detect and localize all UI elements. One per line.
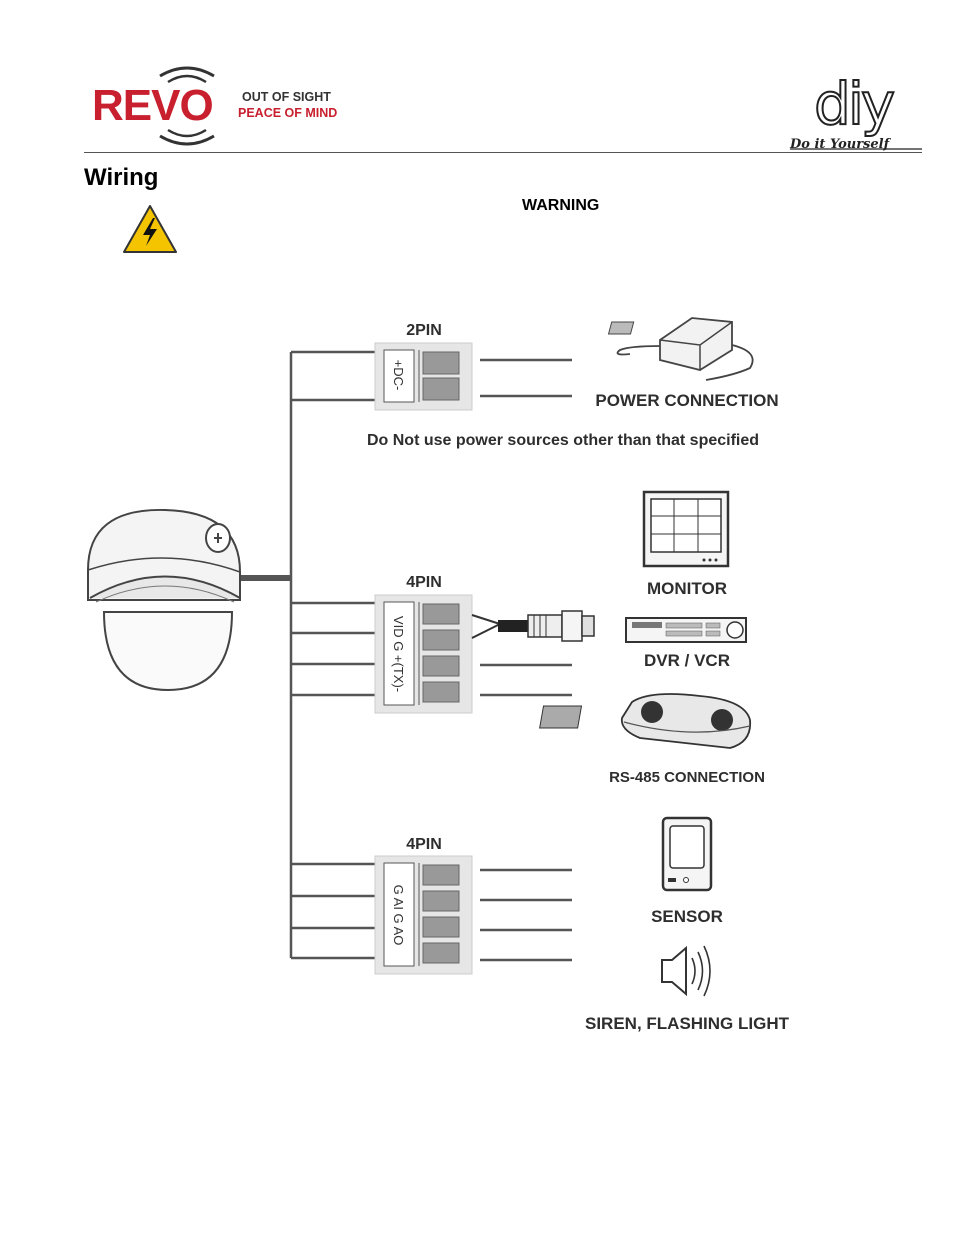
alarm-terminal-block <box>374 855 473 975</box>
revo-brand: REVO <box>92 81 213 130</box>
page-title: Wiring <box>84 164 159 191</box>
dome-camera-icon <box>87 508 241 692</box>
wiring-diagram: 2PIN +DC- POWER CONNECTION Do Not use po… <box>87 317 790 1033</box>
ptz-controller-icon <box>539 693 752 749</box>
video-pin-label: 4PIN <box>406 574 442 591</box>
power-terminal-block <box>374 342 473 411</box>
speaker-icon <box>661 945 711 997</box>
bnc-connector-icon <box>471 610 595 642</box>
tagline-top: OUT OF SIGHT <box>242 90 331 104</box>
video-terminal-text: VID G +(TX)- <box>391 616 406 692</box>
sensor-label: SENSOR <box>651 907 723 926</box>
alarm-pin-label: 4PIN <box>406 836 442 853</box>
monitor-label: MONITOR <box>647 579 727 598</box>
siren-label: SIREN, FLASHING LIGHT <box>585 1014 790 1033</box>
video-terminal-block <box>374 594 473 714</box>
tagline-bottom: PEACE OF MIND <box>238 106 337 120</box>
dvr-icon <box>625 617 747 643</box>
power-adapter-icon <box>607 317 754 381</box>
high-voltage-warning-icon <box>123 205 177 253</box>
revo-logo: REVO OUT OF SIGHT PEACE OF MIND <box>92 66 337 146</box>
wire-trunk <box>240 350 572 962</box>
power-source-note: Do Not use power sources other than that… <box>367 432 759 449</box>
diy-logo: diy Do it Yourself <box>789 72 922 152</box>
sensor-icon <box>661 816 713 892</box>
diy-logo-text: diy <box>814 72 894 138</box>
power-connection-label: POWER CONNECTION <box>595 391 778 410</box>
dvr-label: DVR / VCR <box>644 651 730 670</box>
power-terminal-text: +DC- <box>391 360 406 391</box>
rs485-label: RS-485 CONNECTION <box>609 769 765 786</box>
monitor-icon <box>642 490 730 568</box>
diy-subtitle: Do it Yourself <box>789 137 892 152</box>
alarm-terminal-text: G AI G AO <box>391 885 406 946</box>
power-pin-label: 2PIN <box>406 322 442 339</box>
header-divider <box>84 152 922 153</box>
warning-label: WARNING <box>522 197 600 214</box>
